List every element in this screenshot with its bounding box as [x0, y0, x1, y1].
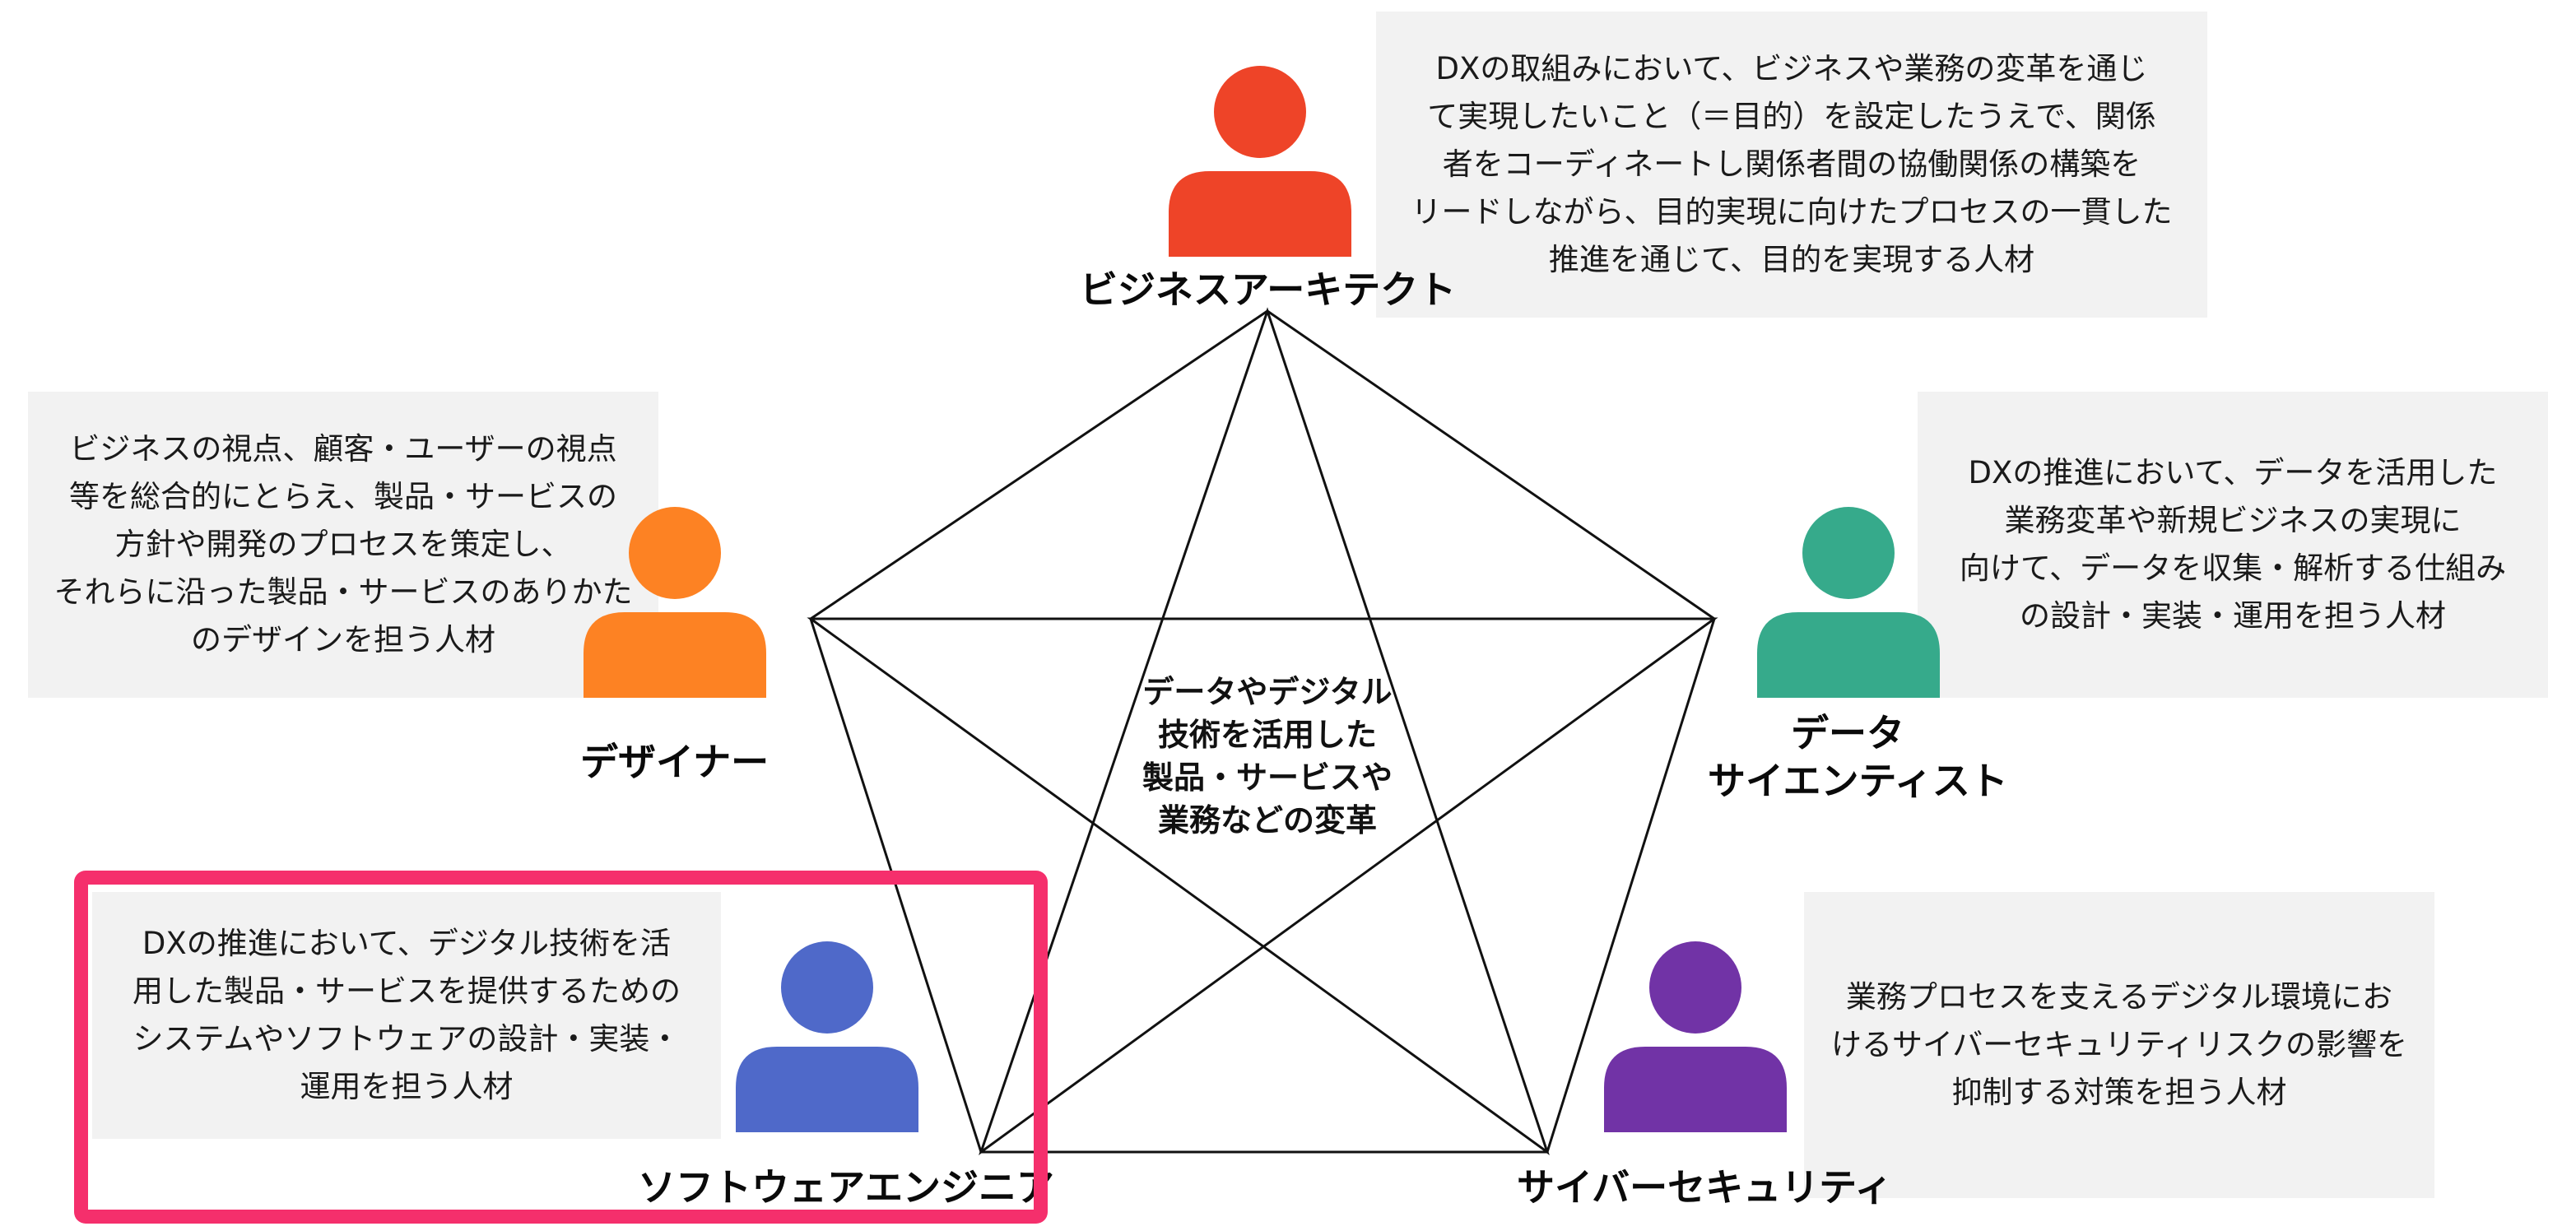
description-line: 方針や開発のプロセスを策定し、 [114, 527, 572, 562]
person-icon [1169, 66, 1351, 257]
description-line: て実現したいこと（＝目的）を設定したうえで、関係 [1427, 99, 2156, 134]
center-line: 製品・サービスや [1142, 760, 1393, 796]
person-icon [584, 507, 766, 698]
role-name: サイバーセキュリティ [1517, 1165, 1893, 1210]
description-line: システムやソフトウェアの設計・実装・ [133, 1021, 681, 1057]
cyber-security-description: 業務プロセスを支えるデジタル環境にお けるサイバーセキュリティリスクの影響を 抑… [1804, 892, 2434, 1198]
center-line: 技術を活用した [1157, 717, 1377, 753]
description-line: ビジネスの視点、顧客・ユーザーの視点 [69, 431, 617, 467]
center-line: データやデジタル [1142, 674, 1393, 710]
role-name: ビジネスアーキテクト [1080, 267, 1457, 312]
description-line: DXの取組みにおいて、ビジネスや業務の変革を通じ [1435, 51, 2148, 86]
description-line: のデザインを担う人材 [191, 622, 495, 657]
description-line: の設計・実装・運用を担う人材 [2020, 598, 2446, 634]
data-scientist-description: DXの推進において、データを活用した 業務変革や新規ビジネスの実現に 向けて、デ… [1918, 392, 2548, 698]
designer-label: デザイナー [580, 738, 769, 786]
description-line: リードしながら、目的実現に向けたプロセスの一貫した [1411, 194, 2173, 230]
highlight-frame [74, 871, 1048, 1224]
description-line: 抑制する対策を担う人材 [1951, 1075, 2287, 1110]
role-name: サイエンティスト [1708, 759, 2008, 803]
business-architect-description: DXの取組みにおいて、ビジネスや業務の変革を通じ て実現したいこと（＝目的）を設… [1376, 12, 2207, 318]
software-engineer-label: ソフトウェアエンジニア [638, 1164, 1054, 1211]
data-scientist-label: データ サイエンティスト [1708, 709, 2008, 805]
cyber-security-label: サイバーセキュリティ [1517, 1164, 1892, 1211]
description-line: 業務変革や新規ビジネスの実現に [2004, 503, 2462, 538]
software-engineer-description: DXの推進において、デジタル技術を活 用した製品・サービスを提供するための シス… [92, 892, 721, 1139]
description-line: DXの推進において、デジタル技術を活 [142, 926, 672, 961]
role-name: ソフトウェアエンジニア [638, 1165, 1054, 1210]
center-line: 業務などの変革 [1157, 802, 1377, 838]
description-line: 用した製品・サービスを提供するための [133, 973, 681, 1009]
pentagon-outline [809, 309, 1716, 1154]
person-icon [1757, 507, 1940, 698]
designer-description: ビジネスの視点、顧客・ユーザーの視点 等を総合的にとらえ、製品・サービスの 方針… [28, 392, 658, 698]
star-lines [807, 307, 1718, 1155]
description-line: 運用を担う人材 [300, 1069, 514, 1104]
description-line: けるサイバーセキュリティリスクの影響を [1830, 1027, 2408, 1062]
description-line: DXの推進において、データを活用した [1968, 455, 2498, 490]
description-line: 者をコーディネートし関係者間の協働関係の構築を [1442, 146, 2141, 182]
description-line: 推進を通じて、目的を実現する人材 [1548, 242, 2035, 277]
description-line: それらに沿った製品・サービスのありかた [53, 574, 633, 610]
center-concept-text: データやデジタル 技術を活用した 製品・サービスや 業務などの変革 [1095, 671, 1440, 842]
person-icon [736, 941, 918, 1132]
person-icon [1604, 941, 1787, 1132]
description-line: 向けて、データを収集・解析する仕組み [1959, 550, 2507, 586]
role-name: デザイナー [580, 740, 770, 784]
description-line: 業務プロセスを支えるデジタル環境にお [1845, 979, 2393, 1015]
description-line: 等を総合的にとらえ、製品・サービスの [69, 479, 617, 514]
role-name: データ [1791, 711, 1904, 755]
business-architect-label: ビジネスアーキテクト [1080, 266, 1456, 314]
